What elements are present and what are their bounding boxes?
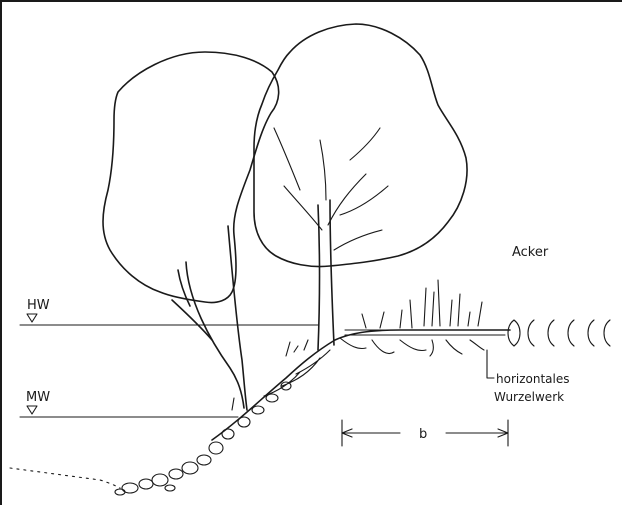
right-tree-branch <box>284 186 322 230</box>
mean-water-marker-icon <box>27 406 37 414</box>
roots-label-line1: horizontales <box>496 372 570 386</box>
right-tree-trunk <box>330 200 334 345</box>
right-tree-branch <box>320 140 326 200</box>
field-label: Acker <box>512 245 549 260</box>
right-tree-branch <box>334 230 382 250</box>
width-dim-line-left <box>342 429 400 437</box>
left-tree-branch <box>172 300 212 340</box>
roots-pointer <box>487 350 494 378</box>
soil-section-symbol <box>508 320 610 346</box>
left-tree-trunk-left <box>186 262 244 408</box>
field-grass <box>362 280 482 328</box>
roots-label-line2: Wurzelwerk <box>494 390 564 404</box>
right-tree-branch <box>274 128 300 190</box>
right-tree-branch <box>328 174 366 225</box>
high-water-label: HW <box>27 298 50 313</box>
width-dim-line-right <box>446 429 508 437</box>
river-bed <box>10 468 120 488</box>
width-label: b <box>419 427 427 442</box>
bank-profile <box>212 330 510 440</box>
right-tree-crown <box>254 24 467 267</box>
mean-water-label: MW <box>26 390 50 405</box>
bank-stones <box>115 382 291 495</box>
right-tree-branch <box>340 186 388 215</box>
right-tree-branch <box>350 128 380 160</box>
left-tree-crown <box>103 52 279 303</box>
high-water-marker-icon <box>27 314 37 322</box>
